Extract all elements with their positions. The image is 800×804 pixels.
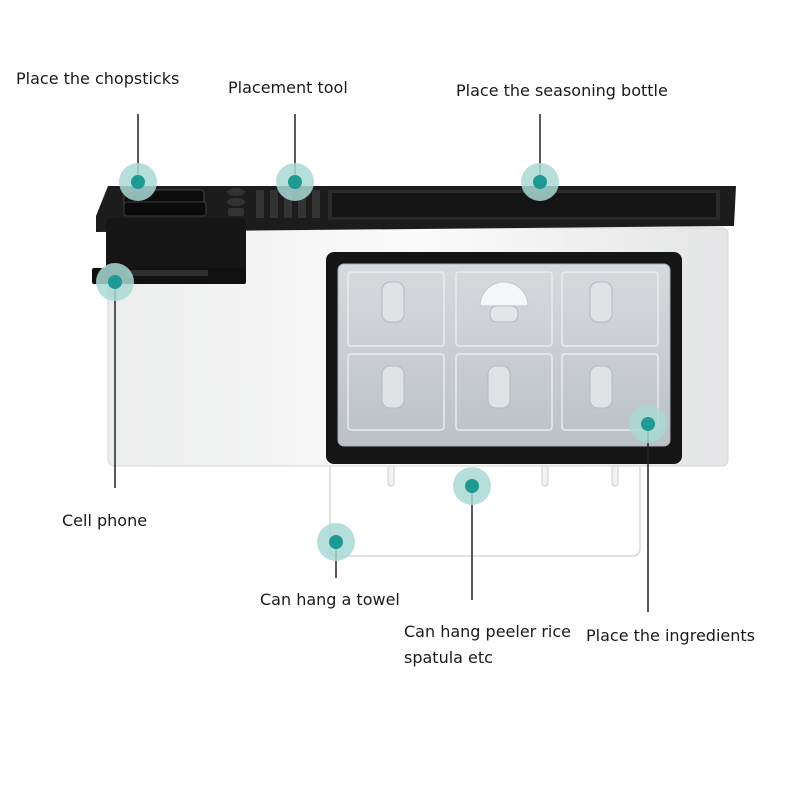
- marker-cell-phone: [96, 263, 134, 301]
- marker-chopsticks: [119, 163, 157, 201]
- label-towel: Can hang a towel: [260, 590, 400, 609]
- marker-peeler: [453, 467, 491, 505]
- drawer-knob-base: [489, 305, 519, 323]
- label-seasoning-bottle: Place the seasoning bottle: [456, 81, 668, 100]
- hooks: [387, 461, 619, 487]
- label-placement-tool: Placement tool: [228, 78, 348, 97]
- marker-seasoning-bottle: [521, 163, 559, 201]
- drawer-knob: [479, 281, 529, 307]
- top-rim: [96, 186, 736, 232]
- marker-placement-tool: [276, 163, 314, 201]
- drawer: [337, 263, 671, 447]
- label-cell-phone: Cell phone: [62, 511, 148, 530]
- marker-towel: [317, 523, 355, 561]
- marker-ingredients: [629, 405, 667, 443]
- drawer-clips: [381, 281, 613, 409]
- label-peeler: Can hang peeler rice spatula etc: [404, 622, 571, 667]
- label-ingredients: Place the ingredients: [586, 626, 755, 645]
- drawer-compartments: [347, 271, 659, 431]
- label-chopsticks: Place the chopsticks: [16, 69, 180, 88]
